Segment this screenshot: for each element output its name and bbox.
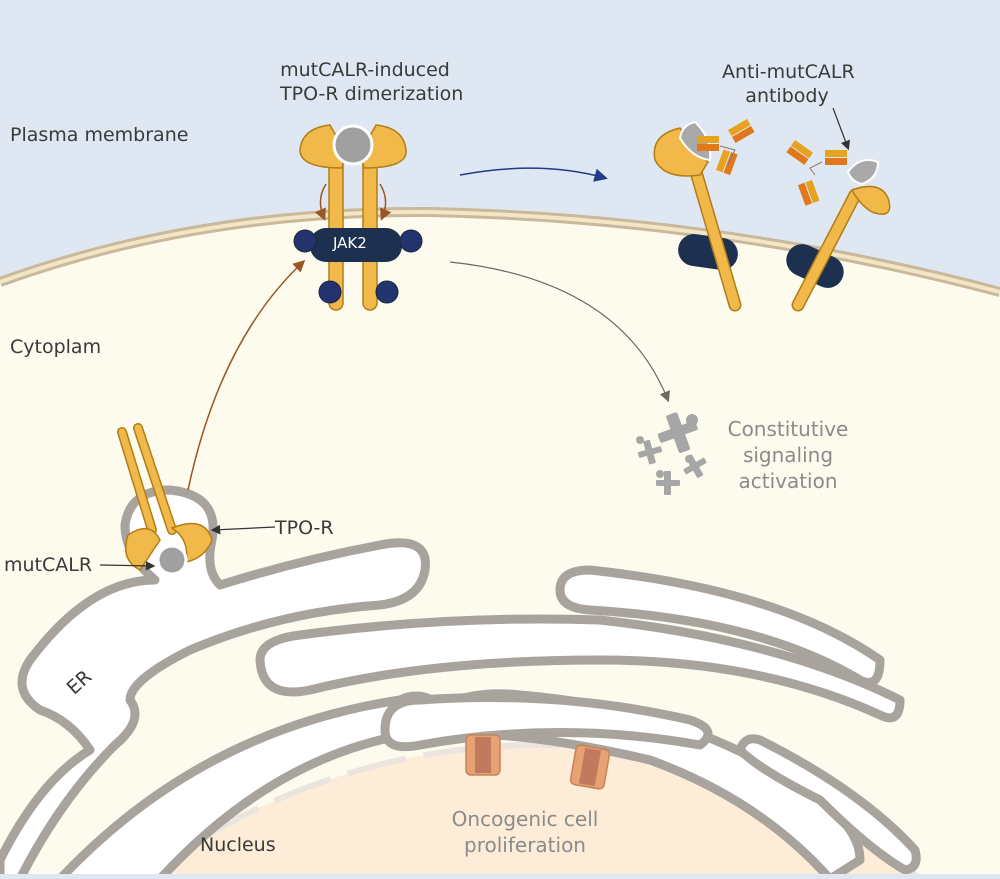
dimerization-label: mutCALR-induced TPO-R dimerization [280,59,464,105]
nuclear-pore-icon [569,744,611,790]
activation-arrow-icon [379,183,392,221]
endoplasmic-reticulum [0,485,921,879]
antibody-icon [697,119,755,176]
activation-arrow-icon [314,183,327,221]
tpo-r-pointer-arrow-icon [210,524,276,535]
mutcalr-pointer-arrow-icon [99,561,156,571]
jak2-kinase-icon [293,228,423,304]
plasma-membrane-label: Plasma membrane [10,124,189,146]
blocked-tpo-receptor-icon [791,159,891,312]
treatment-arrow-icon [459,167,608,182]
mutcalr-protein-icon [156,544,188,576]
tpo-r-label: TPO-R [275,517,334,539]
mutcalr-protein-icon [332,124,374,166]
signaling-arrow-icon [449,261,670,403]
cytoplasm-label: Cytoplam [10,336,102,358]
jak2-label: JAK2 [333,234,367,252]
signaling-activation-label: Constitutive signaling activation [727,417,849,493]
signaling-cross-icon [636,412,707,495]
trafficking-arrow-icon [187,259,306,491]
er-tpo-receptor-icon [117,423,213,571]
mutcalr-label: mutCALR [4,554,93,576]
nucleus-label: Nucleus [200,834,276,856]
nuclear-pore-icon [465,734,501,776]
antibody-label: Anti-mutCALR antibody [722,61,855,107]
antibody-icon [786,140,847,206]
antibody-pointer-arrow-icon [832,107,850,151]
oncogenic-proliferation-label: Oncogenic cell proliferation [451,807,599,857]
cytoplasm-region [0,211,1000,875]
